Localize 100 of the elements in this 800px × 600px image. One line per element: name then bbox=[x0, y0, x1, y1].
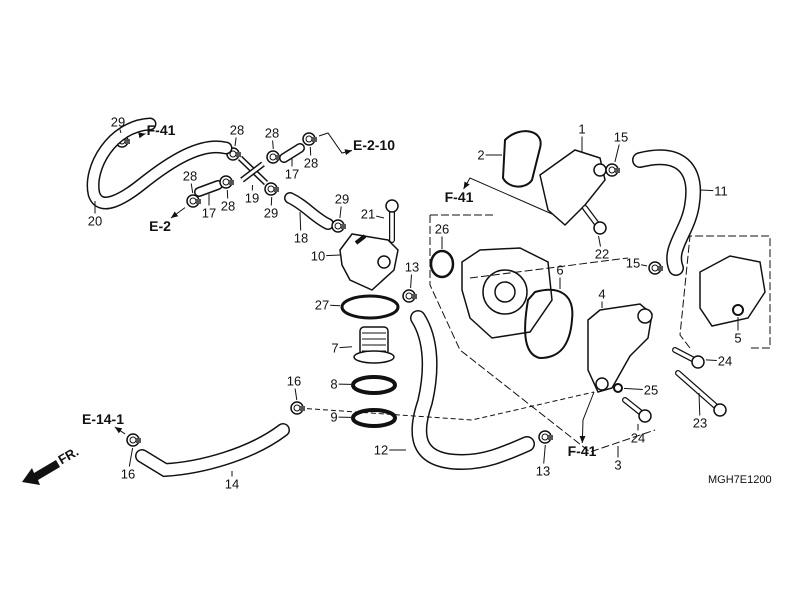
callout-number: 27 bbox=[314, 298, 330, 312]
leader-line bbox=[208, 194, 210, 206]
leader-line bbox=[410, 274, 412, 288]
callout-number: 20 bbox=[88, 214, 102, 228]
hose-clamp bbox=[264, 182, 279, 196]
callout-number: 19 bbox=[244, 192, 260, 204]
callout-number: 17 bbox=[284, 168, 300, 180]
callout-number: 17 bbox=[202, 206, 216, 220]
hose-clamp bbox=[266, 150, 281, 164]
callout-number: 4 bbox=[598, 288, 606, 300]
callout-number: 25 bbox=[644, 384, 658, 396]
leader-line bbox=[339, 346, 352, 348]
callout-number: 5 bbox=[734, 332, 742, 344]
hose bbox=[410, 310, 535, 470]
callout-number: 26 bbox=[434, 222, 450, 236]
hose-clamp bbox=[538, 430, 553, 444]
reference-code: E-14-1 bbox=[82, 412, 124, 426]
reference-code: F-41 bbox=[444, 190, 474, 204]
callout-number: 9 bbox=[330, 410, 338, 424]
callout-number: 11 bbox=[714, 184, 728, 198]
leader-line bbox=[326, 254, 340, 256]
seal-ring bbox=[351, 375, 397, 395]
washer bbox=[613, 383, 623, 393]
bolt bbox=[582, 205, 607, 235]
bolt bbox=[672, 347, 705, 369]
hose bbox=[279, 143, 305, 163]
callout-number: 24 bbox=[630, 432, 646, 444]
leader-line bbox=[330, 304, 340, 306]
leader-line bbox=[306, 392, 594, 420]
gasket bbox=[524, 288, 574, 359]
reference-code: F-41 bbox=[146, 123, 176, 137]
reference-arrow bbox=[580, 392, 594, 444]
reference-code: E-2 bbox=[149, 219, 171, 233]
reference-arrow bbox=[318, 132, 352, 156]
leader-line bbox=[485, 154, 502, 156]
o-ring bbox=[732, 304, 744, 316]
callout-number: 15 bbox=[614, 130, 628, 144]
hose-clamp bbox=[605, 163, 620, 177]
leader-line bbox=[339, 206, 342, 218]
callout-number: 28 bbox=[304, 156, 318, 170]
leader-line bbox=[226, 190, 228, 199]
callout-number: 14 bbox=[224, 478, 240, 490]
leader-line bbox=[252, 184, 253, 191]
hose-clamp bbox=[290, 401, 305, 415]
leader-line bbox=[190, 183, 194, 194]
callout-number: 23 bbox=[692, 416, 708, 430]
callout-number: 7 bbox=[331, 342, 339, 354]
leader-line bbox=[294, 388, 298, 400]
hose-clamp bbox=[331, 219, 346, 233]
hose bbox=[135, 423, 290, 477]
reference-arrow bbox=[463, 177, 552, 214]
gasket bbox=[502, 130, 542, 188]
callout-number: 28 bbox=[182, 170, 198, 182]
o-ring bbox=[340, 294, 400, 320]
leader-line bbox=[94, 200, 96, 214]
leader-line bbox=[128, 448, 134, 467]
callout-number: 12 bbox=[374, 444, 388, 456]
leader-line bbox=[376, 216, 384, 218]
callout-number: 22 bbox=[594, 248, 610, 260]
reference-code: F-41 bbox=[568, 444, 596, 458]
thermostat-housing bbox=[339, 233, 399, 291]
hose bbox=[284, 192, 334, 230]
four-way-joint bbox=[238, 156, 268, 186]
hose-clamp bbox=[402, 289, 417, 303]
hose-clamp bbox=[226, 147, 241, 161]
leader-line bbox=[700, 190, 714, 192]
pump-cover-rear-view bbox=[699, 255, 766, 327]
callout-number: 13 bbox=[536, 464, 550, 478]
hose-clamp bbox=[126, 433, 141, 447]
callout-number: 1 bbox=[578, 122, 586, 136]
leader-line bbox=[310, 146, 312, 156]
leader-line bbox=[598, 236, 601, 247]
callout-number: 16 bbox=[120, 468, 136, 480]
direction-label: FR. bbox=[54, 442, 82, 470]
callout-number: 8 bbox=[330, 378, 338, 390]
leader-line bbox=[338, 384, 352, 385]
bolt bbox=[385, 199, 399, 243]
leader-line bbox=[338, 416, 352, 418]
callout-number: 29 bbox=[264, 206, 278, 220]
leader-line bbox=[270, 196, 272, 206]
leader-line bbox=[624, 388, 644, 390]
reference-arrow bbox=[170, 207, 186, 218]
bolt bbox=[675, 370, 727, 417]
callout-number: 18 bbox=[294, 232, 308, 244]
reference-arrow bbox=[114, 426, 126, 434]
hose-clamp bbox=[219, 175, 234, 189]
leader-line bbox=[706, 359, 718, 361]
leader-line bbox=[300, 212, 302, 231]
callout-number: 2 bbox=[477, 148, 485, 162]
callout-number: 24 bbox=[718, 354, 732, 368]
leader-line bbox=[614, 144, 620, 162]
leader-line bbox=[234, 137, 237, 146]
callout-number: 13 bbox=[404, 260, 420, 274]
callout-number: 28 bbox=[220, 200, 236, 212]
leader-line bbox=[698, 392, 700, 416]
callout-number: 3 bbox=[614, 458, 622, 472]
callout-number: 21 bbox=[360, 208, 376, 220]
hose-clamp bbox=[302, 132, 317, 146]
leader-line bbox=[272, 140, 274, 150]
leader-line bbox=[543, 444, 546, 464]
